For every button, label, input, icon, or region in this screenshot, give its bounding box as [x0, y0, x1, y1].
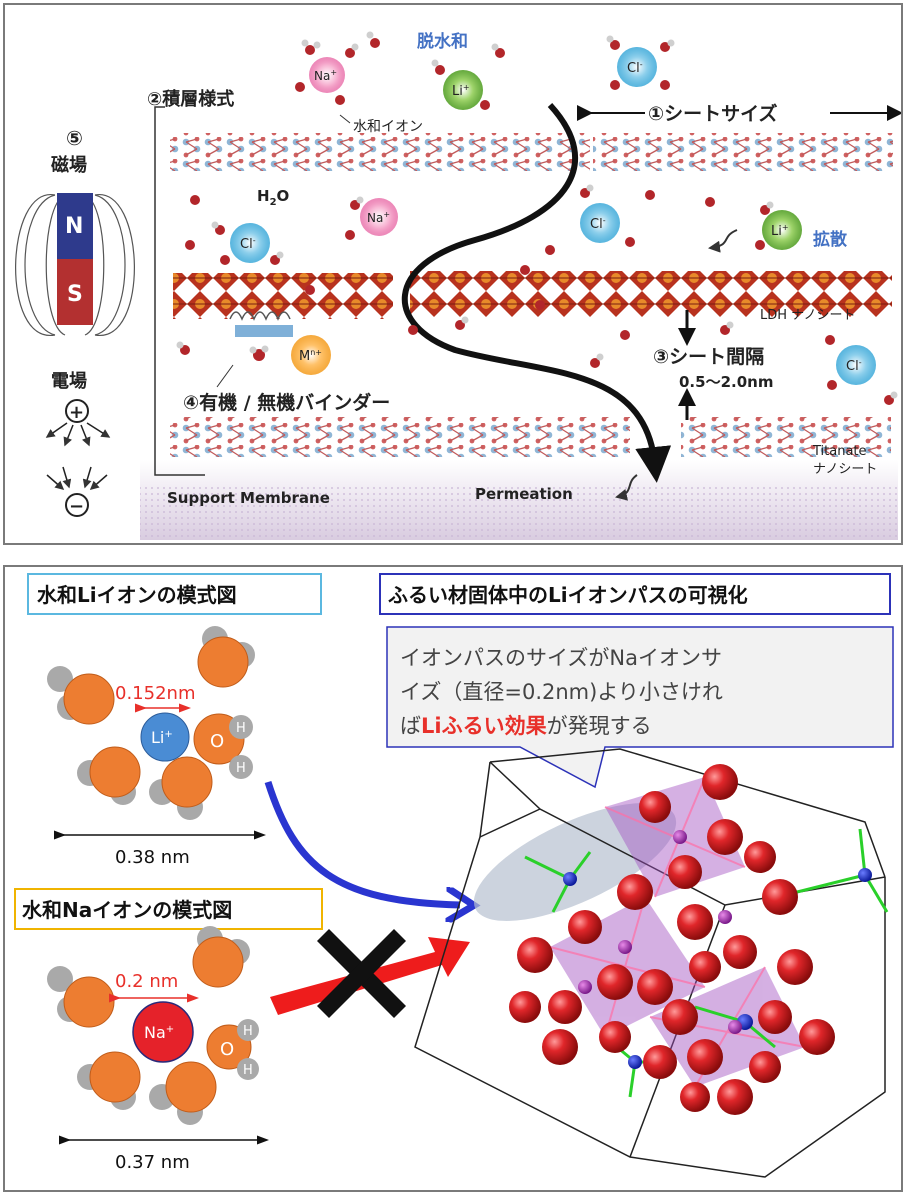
- li-hydrogen-label-2: H: [236, 761, 246, 776]
- na-hydrogen-label-2: H: [243, 1063, 253, 1078]
- svg-text:Cl-: Cl-: [627, 60, 643, 76]
- sheet-size-label: ①シートサイズ: [648, 102, 778, 125]
- li-width-label: 0.38 nm: [115, 847, 190, 868]
- crystal-structure: [414, 748, 889, 1178]
- path-title: ふるい材固体中のLiイオンパスの可視化: [388, 583, 748, 607]
- li-hydration-schematic: [47, 626, 255, 820]
- li-pass-arrow: [264, 780, 460, 905]
- membrane-diagram: Support Membrane ②積層様式 ①シートサイズ 脱水和 水和イオン…: [15, 31, 903, 540]
- path-title-box: [379, 573, 891, 615]
- hydrated-ion-label: 水和イオン: [353, 119, 423, 135]
- titanate-sheet-bottom-right: [681, 417, 891, 457]
- na-title: 水和Naイオンの模式図: [22, 898, 232, 922]
- permeation-label: Permeation: [475, 485, 573, 503]
- titanate-sheet-top: [170, 133, 590, 171]
- magnet-south: [57, 259, 93, 325]
- callout-line-1: イオンパスのサイズがNaイオンサ: [400, 646, 722, 670]
- magnet-number: ⑤: [66, 126, 83, 150]
- efield-label: 電場: [51, 371, 87, 392]
- li-title: 水和Liイオンの模式図: [37, 583, 237, 607]
- li-hydrogen-label-1: H: [236, 721, 246, 736]
- svg-text:+: +: [69, 402, 84, 423]
- permeation-path-arrow: [401, 102, 672, 483]
- cl-ion-center: Cl-: [580, 203, 620, 243]
- na-width-label: 0.37 nm: [115, 1152, 190, 1173]
- na-ion-top: Na+: [309, 57, 345, 93]
- ldh-label: LDH ナノシート: [760, 308, 856, 323]
- ion-sieve-diagram: 水和Liイオンの模式図 ふるい材固体中のLiイオンパスの可視化 水和Naイオンの…: [14, 573, 894, 1178]
- stacking-mode-label: ②積層様式: [147, 88, 234, 110]
- callout-line-2: イズ（直径=0.2nm)より小さけれ: [400, 680, 723, 704]
- li-title-box: [27, 573, 322, 615]
- na-title-box: [14, 888, 323, 930]
- magnet-north-label: N: [65, 214, 83, 239]
- na-ion-mid: Na+: [360, 198, 398, 236]
- hydrogen-atoms: [176, 31, 898, 399]
- ion-sieve-panel: 水和Liイオンの模式図 ふるい材固体中のLiイオンパスの可視化 水和Naイオンの…: [3, 565, 903, 1192]
- li-ion-label: Li+: [151, 728, 173, 747]
- callout-line-3: ばLiふるい効果が発現する: [400, 714, 652, 738]
- binder-bar: [235, 325, 293, 337]
- li-distance-label: 0.152nm: [115, 683, 195, 704]
- svg-text:Mn+: Mn+: [299, 348, 322, 364]
- water-molecules: [180, 38, 894, 405]
- na-hydration-schematic: [47, 926, 259, 1125]
- mn-ion: Mn+: [291, 335, 331, 375]
- magnet-north: [57, 193, 93, 259]
- magnet-south-label: S: [67, 282, 83, 307]
- svg-text:Cl-: Cl-: [846, 358, 862, 374]
- svg-text:Li+: Li+: [452, 83, 470, 99]
- support-membrane-label: Support Membrane: [167, 489, 330, 507]
- svg-text:Li+: Li+: [771, 223, 789, 239]
- callout-bubble: [386, 626, 894, 789]
- svg-text:Cl-: Cl-: [590, 216, 606, 232]
- spacing-range: 0.5～2.0nm: [679, 373, 773, 391]
- na-hydrogen-label-1: H: [243, 1024, 253, 1039]
- stacking-bracket: [154, 106, 205, 476]
- minus-charge: [65, 493, 89, 517]
- li-ion-circle: [140, 712, 190, 762]
- plus-charge: [65, 399, 89, 423]
- svg-text:Na+: Na+: [367, 210, 390, 225]
- cl-ion-top: Cl-: [617, 47, 657, 87]
- cl-ion-right: Cl-: [836, 345, 876, 385]
- li-ion-top: Li+: [443, 70, 483, 110]
- block-cross-icon: [316, 928, 407, 1019]
- na-distance-label: 0.2 nm: [115, 971, 178, 992]
- diffusion-squiggle: [708, 229, 738, 253]
- water-label: H2O: [257, 187, 289, 208]
- spacing-label: ③シート間隔: [653, 346, 764, 368]
- ion-path-highlight: [473, 803, 677, 921]
- binder-label: ④有機 / 無機バインダー: [183, 391, 390, 414]
- membrane-diagram-panel: Support Membrane ②積層様式 ①シートサイズ 脱水和 水和イオン…: [3, 3, 903, 545]
- efield-arrows: [45, 422, 111, 490]
- svg-text:Na+: Na+: [314, 68, 337, 83]
- svg-text:Cl-: Cl-: [240, 236, 256, 252]
- titanate-sheet-top-right: [593, 133, 893, 171]
- svg-text:−: −: [69, 496, 84, 517]
- magnet-label: 磁場: [51, 154, 87, 176]
- na-oxygen-label: O: [220, 1039, 234, 1060]
- dehydration-label: 脱水和: [417, 31, 468, 52]
- li-ion-right: Li+: [762, 210, 802, 250]
- titanate-label-1: Titanate: [812, 444, 867, 459]
- binder-coil: [229, 311, 291, 321]
- ldh-sheet-right: [410, 271, 892, 317]
- na-ion-label: Na+: [144, 1023, 174, 1042]
- diffusion-label: 拡散: [813, 229, 848, 250]
- cl-ion-left: Cl-: [230, 223, 270, 263]
- li-oxygen-label: O: [210, 731, 224, 752]
- titanate-sheet-bottom: [170, 417, 630, 457]
- titanate-label-2: ナノシート: [813, 462, 877, 477]
- ldh-sheet-left: [173, 273, 393, 319]
- permeation-squiggle: [615, 474, 638, 501]
